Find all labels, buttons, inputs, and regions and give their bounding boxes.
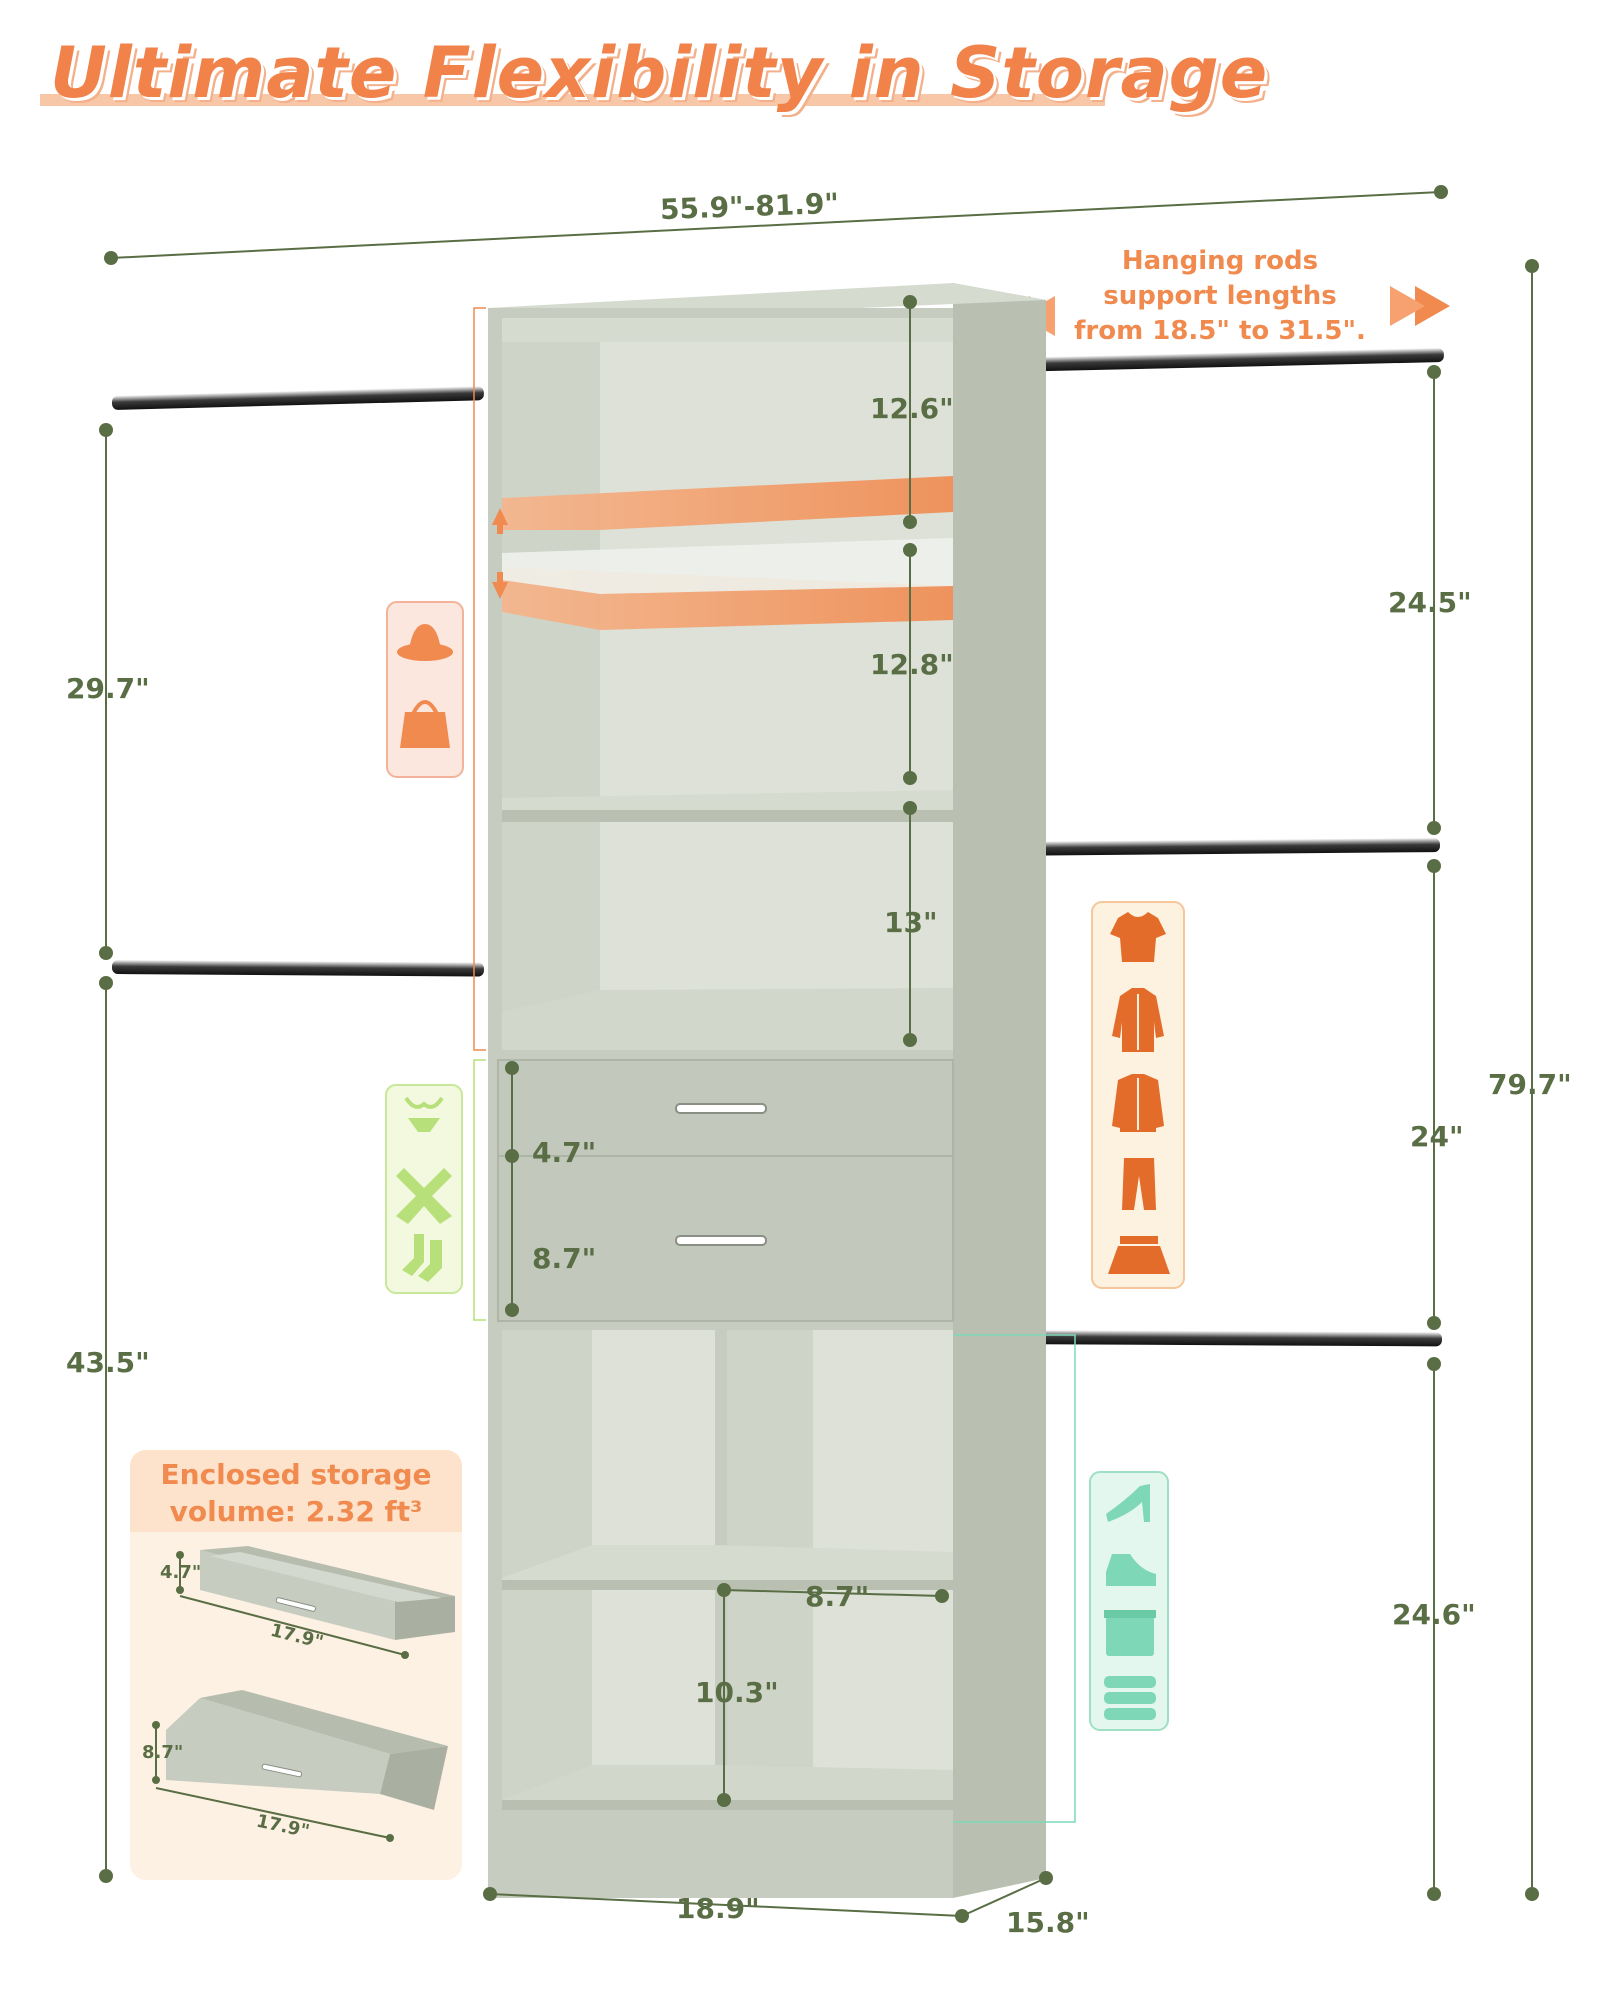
cube-width-label: 8.7" bbox=[805, 1580, 870, 1613]
shelf-second-label: 12.8" bbox=[870, 648, 954, 681]
enclosed-storage-text: Enclosed storage volume: 2.32 ft³ bbox=[130, 1450, 462, 1530]
hanging-rod-right-middle bbox=[987, 838, 1440, 856]
shallow-drawer bbox=[176, 1546, 455, 1659]
socks-icon bbox=[402, 1234, 442, 1282]
deep-drawer bbox=[152, 1690, 448, 1842]
clothing-icon-box bbox=[1091, 901, 1185, 1289]
shelf-top-label: 12.6" bbox=[870, 392, 954, 425]
tshirt-icon bbox=[1110, 912, 1166, 962]
folded-towels-icon bbox=[1104, 1676, 1156, 1720]
accessories-icon-box bbox=[386, 601, 464, 778]
overall-height-line bbox=[1525, 259, 1539, 1901]
scarf-icon bbox=[396, 1168, 452, 1224]
rod-note-line3: from 18.5" to 31.5". bbox=[1074, 316, 1366, 346]
left-lower-height-line bbox=[99, 976, 113, 1883]
right-upper-height-label: 24.5" bbox=[1388, 586, 1472, 619]
footwear-icon-box bbox=[1089, 1471, 1169, 1731]
right-lower-height-line bbox=[1427, 1357, 1441, 1901]
underwear-icon-box bbox=[385, 1084, 463, 1294]
drawer-top-label: 4.7" bbox=[532, 1136, 597, 1169]
enclosed-line1: Enclosed storage bbox=[160, 1458, 432, 1491]
hanging-rod-left-upper bbox=[111, 386, 484, 410]
handbag-icon bbox=[400, 700, 450, 748]
enclosed-storage-panel: Enclosed storage volume: 2.32 ft³ bbox=[130, 1450, 462, 1880]
shoe-icon bbox=[1106, 1554, 1156, 1586]
base-width-label: 18.9" bbox=[676, 1892, 760, 1925]
title-underline bbox=[40, 94, 1105, 106]
hanging-rod-right-upper bbox=[1003, 348, 1444, 372]
closet-cabinet bbox=[488, 283, 1046, 1898]
left-lower-height-label: 43.5" bbox=[66, 1346, 150, 1379]
shelf-dimension-lines bbox=[483, 295, 1053, 1923]
left-upper-height-label: 29.7" bbox=[66, 672, 150, 705]
right-upper-height-line bbox=[1427, 365, 1441, 835]
hat-icon bbox=[397, 624, 453, 661]
bra-icon bbox=[404, 1096, 444, 1132]
storage-box-icon bbox=[1104, 1610, 1156, 1656]
right-lower-height-label: 24.6" bbox=[1392, 1598, 1476, 1631]
overall-height-label: 79.7" bbox=[1488, 1068, 1572, 1101]
left-upper-height-line bbox=[99, 423, 113, 960]
right-middle-height-label: 24" bbox=[1410, 1120, 1464, 1153]
section-brackets bbox=[473, 307, 1076, 1823]
overall-width-line bbox=[104, 185, 1448, 265]
jacket-icon bbox=[1112, 1074, 1164, 1132]
cube-height-label: 10.3" bbox=[695, 1676, 779, 1709]
hanging-rod-left-lower bbox=[111, 960, 484, 977]
high-heel-icon bbox=[1106, 1484, 1150, 1522]
drawer1-height-label: 4.7" bbox=[160, 1562, 202, 1583]
skirt-icon bbox=[1108, 1236, 1170, 1274]
drawer-bottom-label: 8.7" bbox=[532, 1242, 597, 1275]
right-middle-height-line bbox=[1427, 859, 1441, 1330]
rod-length-note: Hanging rods support lengths from 18.5" … bbox=[1050, 244, 1390, 349]
pants-icon bbox=[1122, 1158, 1156, 1210]
overall-width-label: 55.9"-81.9" bbox=[659, 186, 840, 227]
shelf-third-label: 13" bbox=[884, 906, 938, 939]
rod-note-line1: Hanging rods bbox=[1121, 246, 1319, 276]
enclosed-line2: volume: 2.32 ft³ bbox=[169, 1495, 423, 1528]
base-depth-label: 15.8" bbox=[1006, 1906, 1090, 1939]
rod-note-line2: support lengths bbox=[1103, 281, 1337, 311]
enclosed-storage-header bbox=[130, 1450, 462, 1532]
page-title: Ultimate Flexibility in Storage bbox=[50, 32, 1269, 114]
drawer2-height-label: 8.7" bbox=[142, 1742, 184, 1763]
hanging-rod-right-lower bbox=[989, 1330, 1442, 1347]
drawer-illustrations bbox=[152, 1546, 455, 1842]
shirt-icon bbox=[1112, 988, 1164, 1052]
